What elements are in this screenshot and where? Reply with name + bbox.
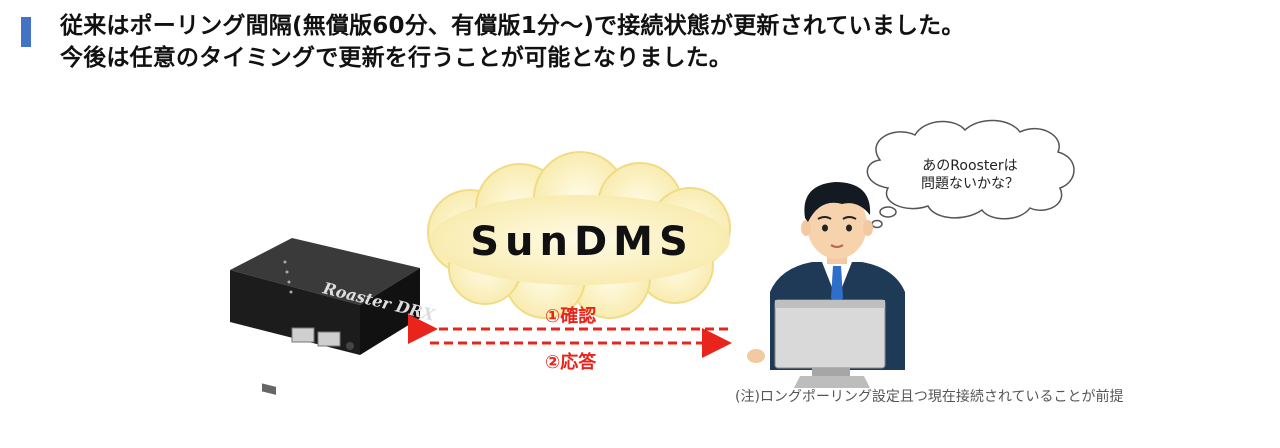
thought-line-1: あのRoosterは [922, 158, 1018, 174]
footnote: (注)ロングポーリング設定且つ現在接続されていることが前提 [735, 389, 1124, 405]
thought-line-2: 問題ないかな？ [921, 176, 1019, 192]
heading-line-1: 従来はポーリング間隔(無償版60分、有償版1分～)で接続状態が更新されていました… [60, 13, 965, 39]
user-at-computer-icon [747, 182, 905, 388]
cloud-icon [427, 151, 731, 319]
page-heading: 従来はポーリング間隔(無償版60分、有償版1分～)で接続状態が更新されていました… [60, 10, 1260, 74]
response-label: ②応答 [545, 352, 597, 373]
router-device-icon [230, 238, 420, 395]
thought-bubble [866, 119, 1075, 229]
confirm-label: ①確認 [545, 306, 597, 327]
heading-line-2: 今後は任意のタイミングで更新を行うことが可能となりました。 [60, 45, 733, 71]
sundms-logo-text: SunDMS [470, 219, 694, 265]
heading-accent-bar [21, 17, 31, 47]
thought-text: あのRoosterは 問題ないかな？ [895, 157, 1045, 193]
